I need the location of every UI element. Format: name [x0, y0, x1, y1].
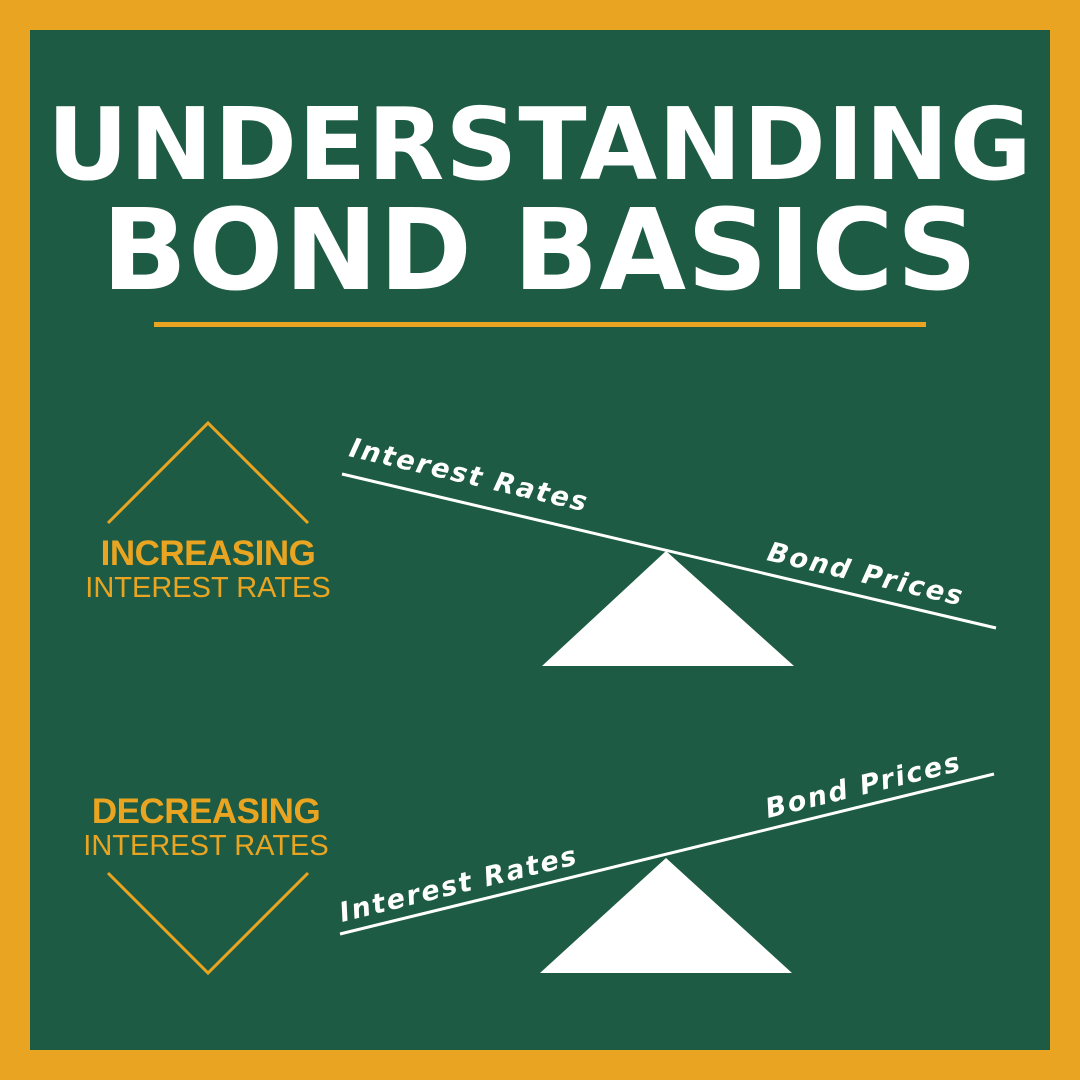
seesaw-1-interest-rates-label: Interest Rates	[346, 433, 591, 519]
decreasing-label-light: INTEREST RATES	[83, 830, 329, 862]
decreasing-label: DECREASING INTEREST RATES	[76, 792, 336, 863]
up-chevron-icon	[106, 420, 310, 525]
decreasing-label-strong: DECREASING	[91, 792, 321, 831]
down-chevron-icon	[106, 871, 310, 976]
seesaw-1-bond-prices-label: Bond Prices	[764, 537, 967, 613]
chalkboard: UNDERSTANDING BOND BASICS INCREASING INT…	[30, 30, 1050, 1050]
seesaw-1-lever	[341, 472, 997, 630]
increasing-label-strong: INCREASING	[100, 534, 316, 573]
title-underline	[154, 322, 926, 327]
seesaw-diagram: Interest Rates Bond Prices Interest Rate…	[106, 420, 997, 976]
title-line-1: UNDERSTANDING	[47, 86, 1033, 203]
title-line-2: BOND BASICS	[101, 186, 979, 316]
increasing-label: INCREASING INTEREST RATES	[78, 534, 338, 605]
seesaw-2-lever	[339, 772, 995, 936]
increasing-label-light: INTEREST RATES	[85, 572, 331, 604]
seesaw-2-bond-prices-label: Bond Prices	[762, 747, 965, 825]
seesaw-1-fulcrum	[542, 551, 794, 666]
seesaw-2-fulcrum	[540, 858, 792, 973]
